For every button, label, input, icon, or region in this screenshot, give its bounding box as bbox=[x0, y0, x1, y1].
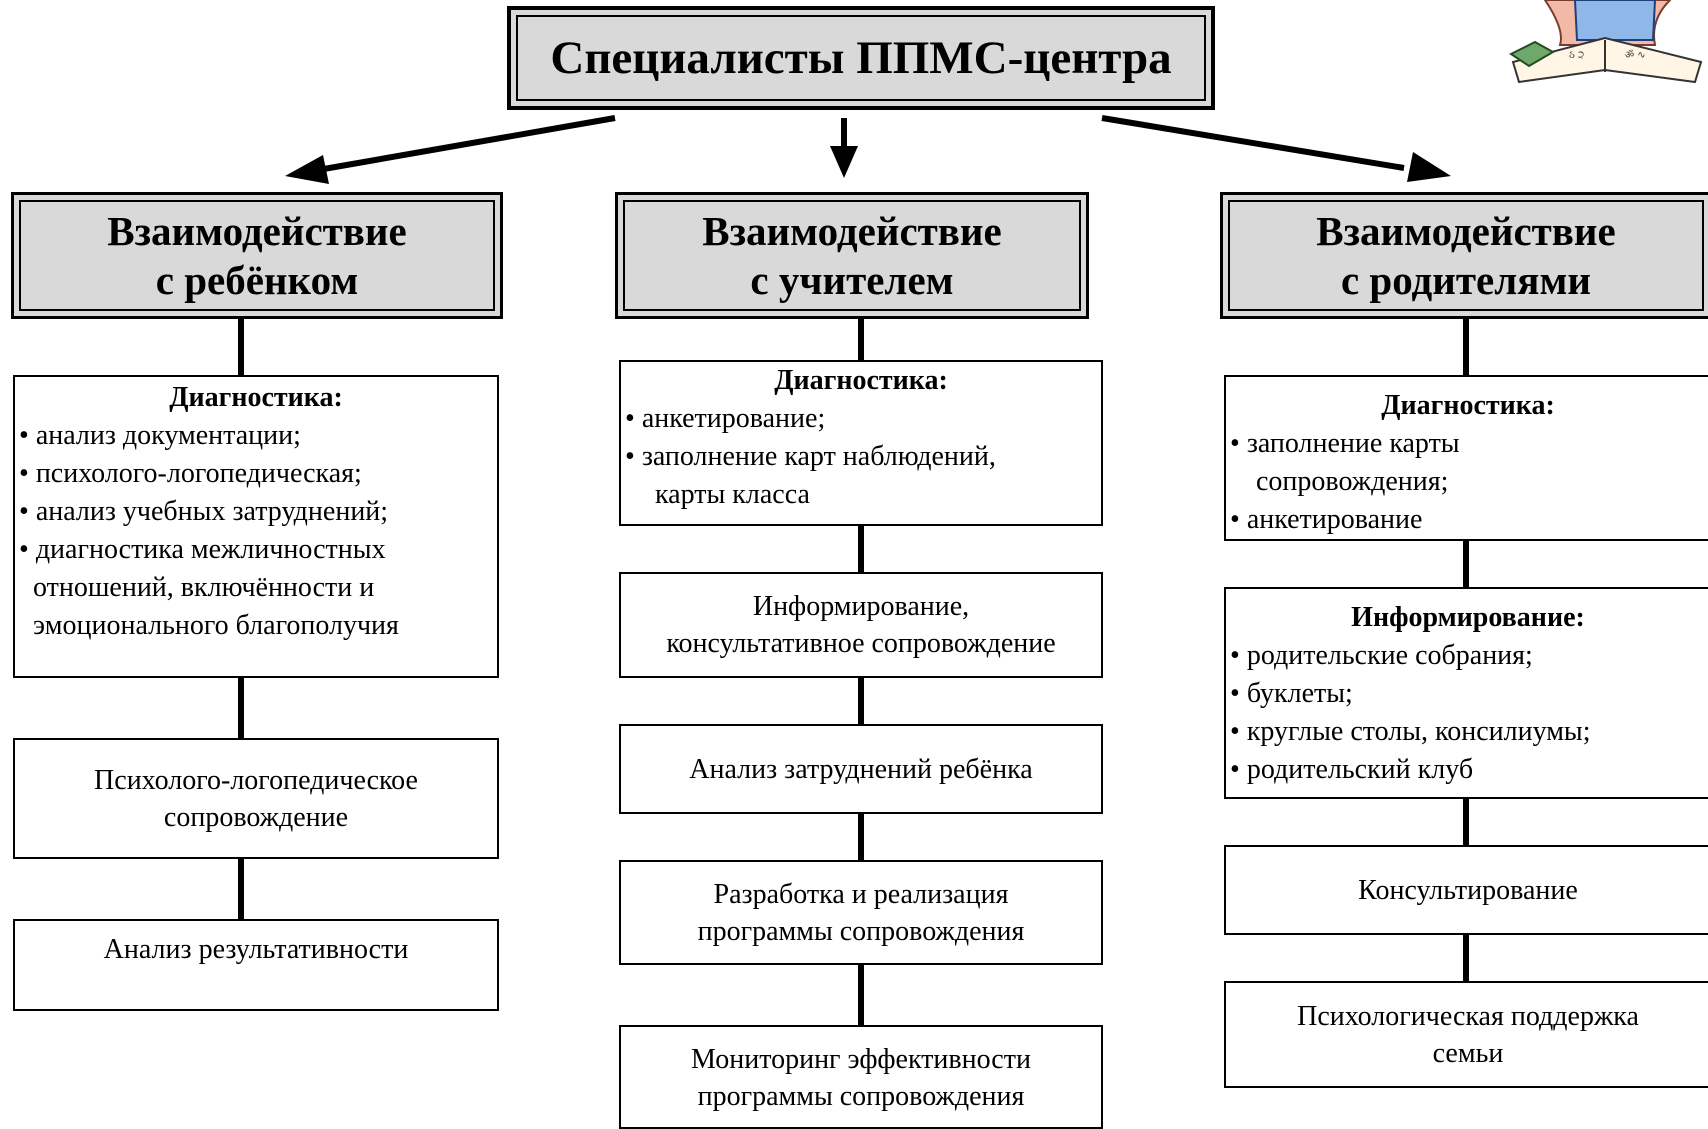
list-item: анализ учебных затруднений; bbox=[19, 493, 493, 531]
arrow-to-parents bbox=[1101, 115, 1405, 171]
parents-consulting-text: Консультирование bbox=[1358, 874, 1578, 906]
book-icon: ઠ ੨ ॐ ∿ bbox=[1509, 0, 1703, 84]
list-item-continuation: эмоционального благополучия bbox=[33, 610, 399, 641]
header-parents-line2: с родителями bbox=[1340, 256, 1591, 303]
parents-support-box: Психологическая поддержка семьи bbox=[1224, 981, 1708, 1088]
child-support-line1: Психолого-логопедическое bbox=[94, 764, 418, 796]
parents-informing-heading: Информирование: bbox=[1351, 602, 1585, 633]
parents-informing-box: Информирование: родительские собрания; б… bbox=[1224, 587, 1708, 799]
child-analysis-box: Анализ результативности bbox=[13, 919, 499, 1011]
child-diagnostics-box: Диагностика: анализ документации; психол… bbox=[13, 375, 499, 678]
header-child: Взаимодействие с ребёнком bbox=[11, 192, 503, 319]
teacher-diagnostics-heading: Диагностика: bbox=[774, 365, 948, 396]
teacher-program-line2: программы сопровождения bbox=[697, 915, 1025, 947]
teacher-program-line1: Разработка и реализация bbox=[713, 878, 1009, 910]
list-item-continuation: сопровождения; bbox=[1256, 466, 1449, 497]
arrow-to-child bbox=[317, 115, 616, 173]
teacher-difficulties-text: Анализ затруднений ребёнка bbox=[689, 753, 1033, 785]
svg-text:ઠ ੨: ઠ ੨ bbox=[1569, 50, 1584, 61]
teacher-diagnostics-box: Диагностика: анкетирование; заполнение к… bbox=[619, 360, 1103, 526]
header-teacher-line1: Взаимодействие bbox=[702, 207, 1002, 254]
list-item: родительский клуб bbox=[1230, 751, 1706, 789]
list-item: анализ документации; bbox=[19, 417, 493, 455]
parents-diagnostics-heading: Диагностика: bbox=[1381, 390, 1555, 421]
child-analysis-text: Анализ результативности bbox=[103, 934, 409, 965]
parents-support-line2: семьи bbox=[1432, 1037, 1504, 1069]
child-diagnostics-heading: Диагностика: bbox=[169, 382, 343, 413]
teacher-program-box: Разработка и реализация программы сопров… bbox=[619, 860, 1103, 965]
header-teacher-line2: с учителем bbox=[750, 256, 954, 303]
teacher-monitoring-line2: программы сопровождения bbox=[697, 1081, 1025, 1112]
header-teacher: Взаимодействие с учителем bbox=[615, 192, 1089, 319]
teacher-informing-line2: консультативное сопровождение bbox=[666, 628, 1056, 659]
list-item-continuation: карты класса bbox=[655, 479, 810, 510]
list-item: анкетирование bbox=[1230, 501, 1706, 539]
arrowhead-parents bbox=[1407, 152, 1451, 182]
teacher-informing-box: Информирование, консультативное сопровож… bbox=[619, 572, 1103, 678]
parents-consulting-box: Консультирование bbox=[1224, 845, 1708, 935]
teacher-informing-line1: Информирование, bbox=[752, 591, 970, 622]
list-item: родительские собрания; bbox=[1230, 637, 1706, 675]
arrowhead-teacher bbox=[830, 146, 858, 178]
list-item: буклеты; bbox=[1230, 675, 1706, 713]
list-item-continuation: отношений, включённости и bbox=[33, 572, 375, 603]
list-item: диагностика межличностных bbox=[19, 531, 493, 569]
teacher-monitoring-line1: Мониторинг эффективности bbox=[691, 1044, 1031, 1075]
list-item: заполнение карты bbox=[1230, 425, 1706, 463]
list-item: психолого-логопедическая; bbox=[19, 455, 493, 493]
arrowhead-child bbox=[285, 155, 329, 184]
list-item: анкетирование; bbox=[625, 400, 1097, 438]
header-parents: Взаимодействие с родителями bbox=[1220, 192, 1708, 319]
child-support-box: Психолого-логопедическое сопровождение bbox=[13, 738, 499, 859]
header-child-line1: Взаимодействие bbox=[107, 207, 407, 254]
child-support-line2: сопровождение bbox=[163, 801, 349, 833]
teacher-difficulties-box: Анализ затруднений ребёнка bbox=[619, 724, 1103, 814]
parents-diagnostics-box: Диагностика: заполнение карты сопровожде… bbox=[1224, 375, 1708, 541]
header-parents-line1: Взаимодействие bbox=[1316, 207, 1616, 254]
parents-support-line1: Психологическая поддержка bbox=[1297, 1000, 1639, 1032]
page-title: Специалисты ППМС-центра bbox=[507, 6, 1215, 110]
teacher-monitoring-box: Мониторинг эффективности программы сопро… bbox=[619, 1025, 1103, 1129]
list-item: круглые столы, консилиумы; bbox=[1230, 713, 1706, 751]
page-title-text: Специалисты ППМС-центра bbox=[550, 32, 1172, 84]
svg-text:ॐ ∿: ॐ ∿ bbox=[1625, 49, 1646, 61]
header-child-line2: с ребёнком bbox=[155, 256, 359, 303]
list-item: заполнение карт наблюдений, bbox=[625, 438, 1097, 476]
